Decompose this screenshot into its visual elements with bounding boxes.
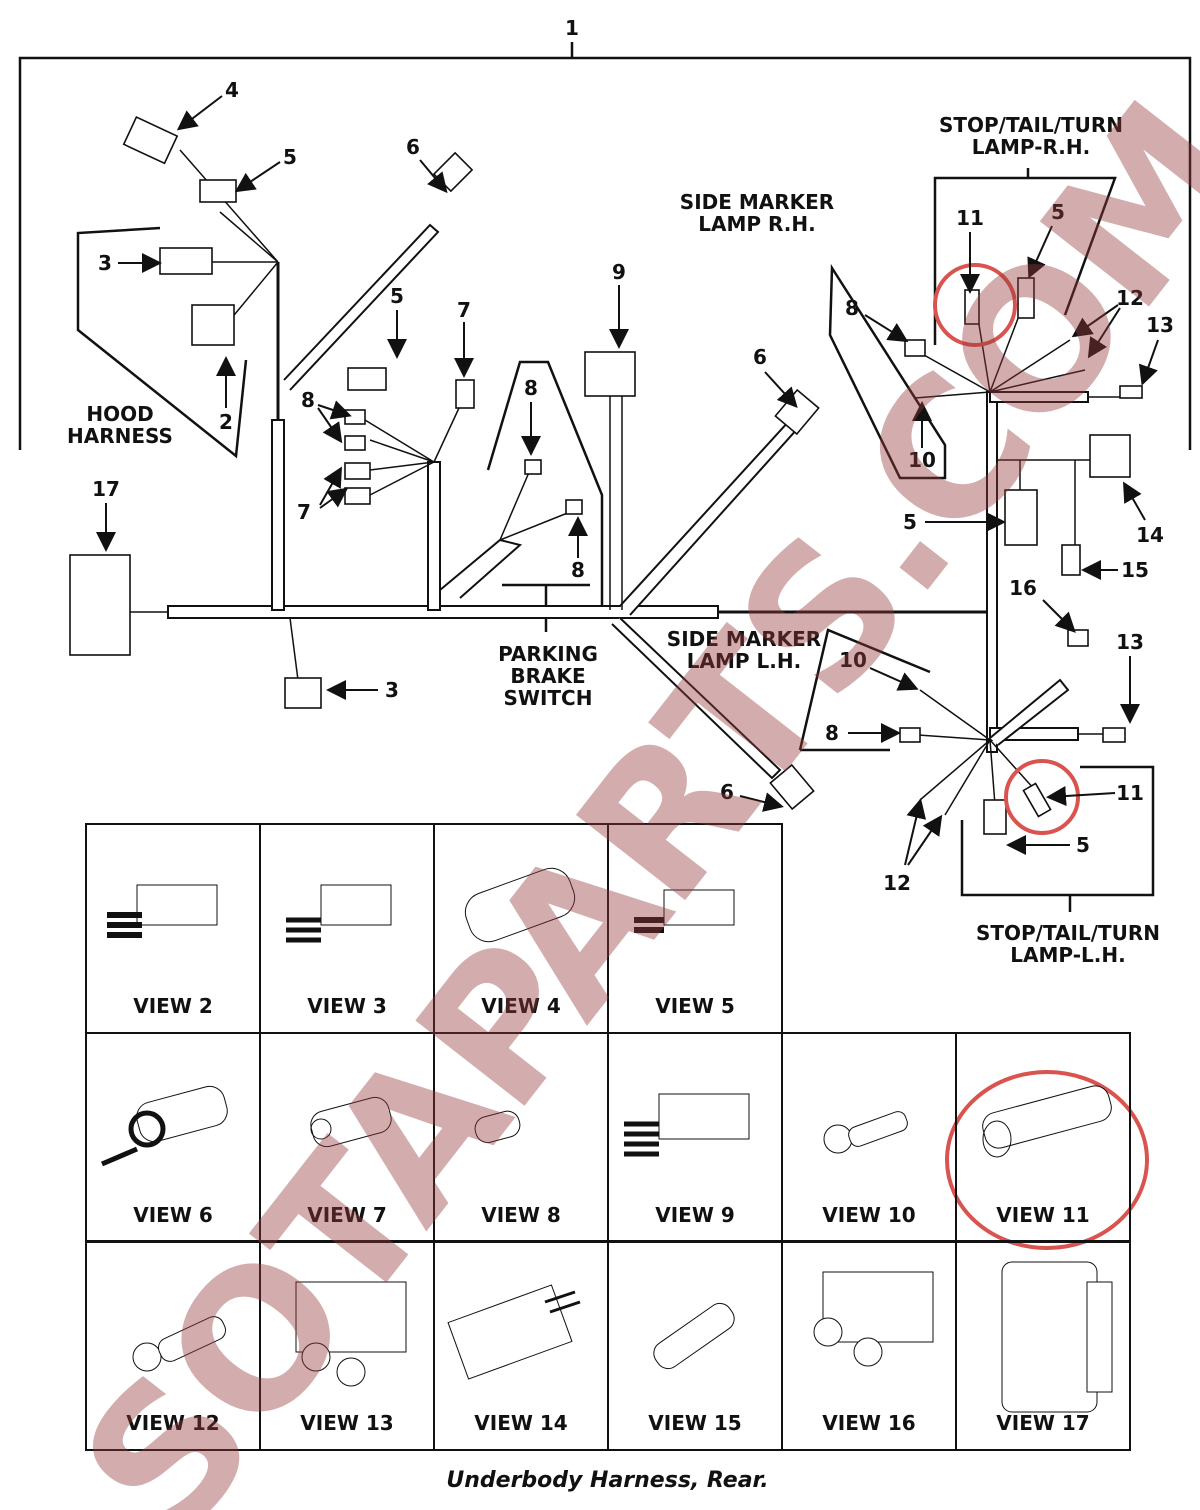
- callout-number: 14: [1136, 523, 1164, 547]
- connector-icon: [295, 1281, 407, 1387]
- callout-number: 5: [390, 284, 404, 308]
- connector-icon: [286, 884, 392, 943]
- view-cell: VIEW 11: [955, 1032, 1131, 1243]
- view-label: VIEW 3: [307, 994, 387, 1018]
- view-label: VIEW 5: [655, 994, 735, 1018]
- callout-number: 13: [1146, 313, 1174, 337]
- view-label: VIEW 2: [133, 994, 213, 1018]
- view-cell: VIEW 14: [433, 1240, 609, 1451]
- callout-number: 7: [297, 500, 311, 524]
- callout-number: 15: [1121, 558, 1149, 582]
- figure-caption: Underbody Harness, Rear.: [446, 1468, 769, 1493]
- hood-harness-label: HOOD HARNESS: [67, 402, 173, 448]
- callout-number: 5: [903, 510, 917, 534]
- callout-number: 9: [612, 260, 626, 284]
- callout-number: 6: [720, 780, 734, 804]
- callout-number: 5: [283, 145, 297, 169]
- connector-icon: [464, 867, 576, 943]
- callout-number: 13: [1116, 630, 1144, 654]
- callout-number: 17: [92, 477, 120, 501]
- callout-number: 10: [839, 648, 867, 672]
- callout-number: 5: [1051, 200, 1065, 224]
- side-marker-rh-label: SIDE MARKER LAMP R.H.: [679, 190, 835, 236]
- callout-number: 11: [956, 206, 984, 230]
- callout-number: 6: [753, 345, 767, 369]
- callout-number: 12: [1116, 286, 1144, 310]
- callout-number: 16: [1009, 576, 1037, 600]
- view-cell: VIEW 8: [433, 1032, 609, 1243]
- parking-brake-switch-label: PARKING BRAKE SWITCH: [498, 642, 598, 710]
- view-label: VIEW 10: [822, 1203, 916, 1227]
- view-label: VIEW 9: [655, 1203, 735, 1227]
- callout-number: 8: [524, 376, 538, 400]
- connector-icon: [982, 1085, 1112, 1158]
- view-label: VIEW 12: [126, 1411, 220, 1435]
- view-label: VIEW 8: [481, 1203, 561, 1227]
- view-label: VIEW 7: [307, 1203, 387, 1227]
- callout-number: 8: [571, 558, 585, 582]
- view-label: VIEW 15: [648, 1411, 742, 1435]
- connector-icon: [474, 1110, 521, 1144]
- view-label: VIEW 14: [474, 1411, 568, 1435]
- callout-number: 1: [565, 16, 579, 40]
- view-cell: VIEW 16: [781, 1240, 957, 1451]
- view-label: VIEW 6: [133, 1203, 213, 1227]
- callout-number: 7: [457, 298, 471, 322]
- callout-number: 12: [883, 871, 911, 895]
- callout-number: 10: [908, 448, 936, 472]
- stop-tail-turn-rh-label: STOP/TAIL/TURN LAMP-R.H.: [938, 113, 1124, 159]
- view-cell: VIEW 4: [433, 823, 609, 1034]
- connector-icon: [823, 1111, 908, 1154]
- view-cell: VIEW 7: [259, 1032, 435, 1243]
- view-label: VIEW 13: [300, 1411, 394, 1435]
- callout-number: 6: [406, 135, 420, 159]
- connector-icon: [624, 1093, 750, 1157]
- view-label: VIEW 4: [481, 994, 561, 1018]
- stop-tail-turn-lh-label: STOP/TAIL/TURN LAMP-L.H.: [975, 921, 1161, 967]
- view-cell: VIEW 6: [85, 1032, 261, 1243]
- callout-number: 8: [301, 388, 315, 412]
- view-cell: VIEW 3: [259, 823, 435, 1034]
- callout-number: 11: [1116, 781, 1144, 805]
- connector-icon: [107, 884, 218, 938]
- callout-number: 2: [219, 410, 233, 434]
- view-cell: VIEW 9: [607, 1032, 783, 1243]
- callout-number: 3: [385, 678, 399, 702]
- view-cell: VIEW 5: [607, 823, 783, 1034]
- view-cell: VIEW 10: [781, 1032, 957, 1243]
- view-cell: VIEW 2: [85, 823, 261, 1034]
- callout-number: 5: [1076, 833, 1090, 857]
- side-marker-lh-label: SIDE MARKER LAMP L.H.: [666, 627, 822, 673]
- view-label: VIEW 17: [996, 1411, 1090, 1435]
- view-cell: VIEW 17: [955, 1240, 1131, 1451]
- view-label: VIEW 11: [996, 1203, 1090, 1227]
- callout-number: 8: [825, 721, 839, 745]
- view-cell: VIEW 15: [607, 1240, 783, 1451]
- connector-icon: [653, 1302, 735, 1370]
- view-cell: VIEW 12: [85, 1240, 261, 1451]
- callout-number: 8: [845, 296, 859, 320]
- connector-icon: [634, 889, 735, 933]
- connector-icon: [132, 1316, 227, 1372]
- callout-number: 3: [98, 251, 112, 275]
- view-label: VIEW 16: [822, 1411, 916, 1435]
- connector-icon: [813, 1271, 934, 1367]
- callout-number: 4: [225, 78, 239, 102]
- connector-icon: [447, 1284, 581, 1380]
- view-cell: VIEW 13: [259, 1240, 435, 1451]
- connector-icon: [101, 1085, 228, 1167]
- connector-icon: [1001, 1261, 1113, 1413]
- connector-icon: [310, 1096, 392, 1148]
